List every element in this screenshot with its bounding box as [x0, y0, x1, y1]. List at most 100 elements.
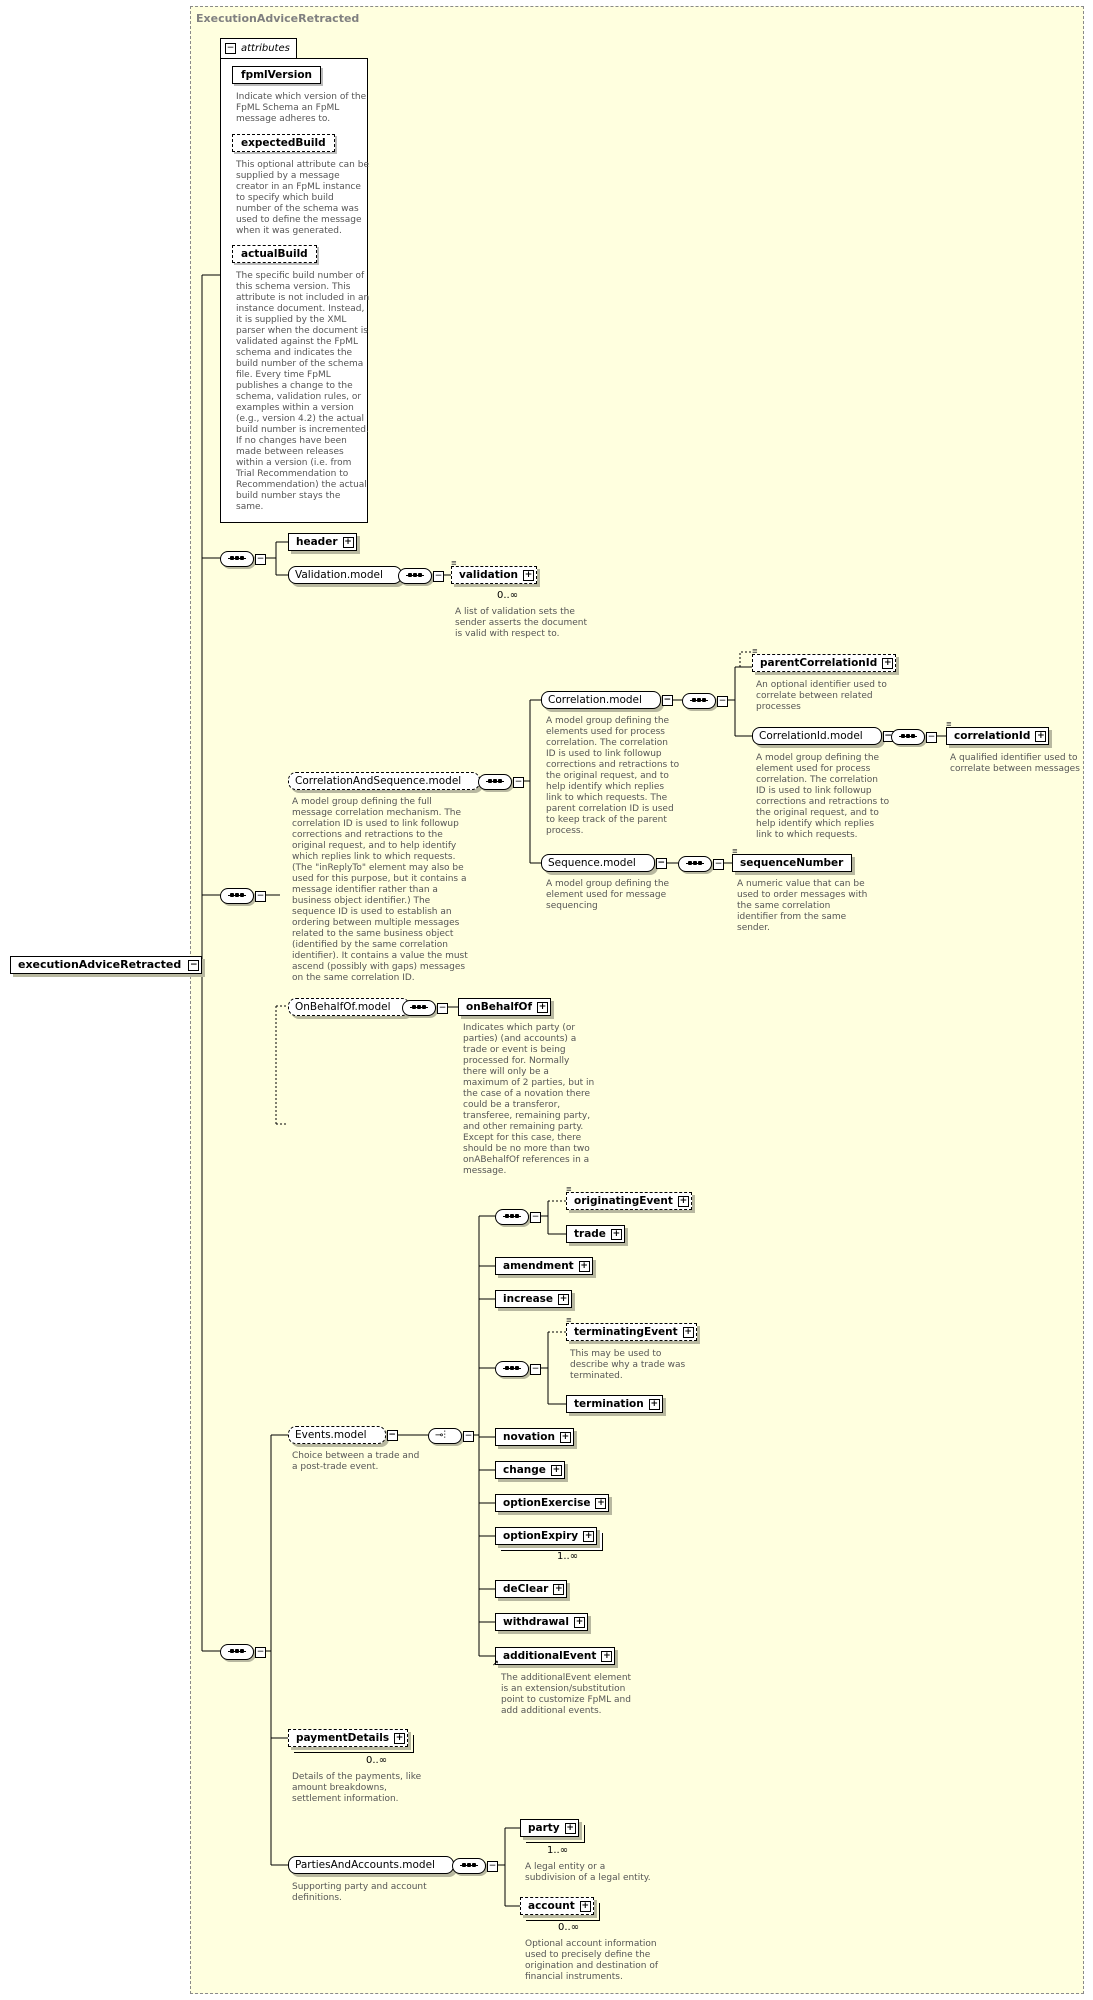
element-payment-details[interactable]: paymentDetails+	[288, 1729, 409, 1747]
expand-icon[interactable]: +	[342, 537, 354, 548]
group-sequence-model[interactable]: Sequence.model−	[541, 854, 667, 872]
expand-icon[interactable]: +	[595, 1498, 607, 1509]
expand-icon[interactable]: +	[1035, 731, 1047, 742]
element-increase[interactable]: increase+	[495, 1290, 573, 1308]
expand-icon[interactable]: +	[537, 1002, 549, 1013]
collapse-icon[interactable]: −	[926, 732, 937, 743]
collapse-icon[interactable]: −	[655, 858, 667, 869]
expand-icon[interactable]: +	[583, 1531, 595, 1542]
sequence-compositor[interactable]: −	[495, 1361, 541, 1377]
expand-icon[interactable]: +	[682, 1327, 694, 1338]
element-label: terminatingEvent	[574, 1326, 678, 1338]
expand-icon[interactable]: +	[648, 1399, 660, 1410]
element-validation[interactable]: ≡validation+	[451, 560, 538, 584]
payment-details-desc: Details of the payments, like amount bre…	[292, 1772, 422, 1804]
collapse-icon[interactable]: −	[530, 1212, 541, 1223]
group-events-model[interactable]: Events.model−	[288, 1426, 398, 1444]
root-element-label: executionAdviceRetracted	[18, 958, 182, 971]
element-amendment[interactable]: amendment+	[495, 1257, 593, 1275]
sequence-compositor[interactable]: −	[220, 1644, 266, 1660]
sequence-compositor[interactable]: −	[398, 568, 444, 584]
expand-icon[interactable]: +	[523, 570, 535, 581]
collapse-icon[interactable]: −	[661, 695, 673, 706]
sequence-compositor[interactable]: −	[452, 1858, 498, 1874]
attribute-actual-build[interactable]: actualBuild	[232, 245, 317, 263]
element-change[interactable]: change+	[495, 1461, 565, 1479]
collapse-icon[interactable]: −	[513, 777, 524, 788]
party-desc: A legal entity or a subdivision of a leg…	[525, 1862, 651, 1883]
attribute-marker-icon: ≡	[566, 1316, 572, 1324]
group-correlation-id-model[interactable]: CorrelationId.model−	[752, 727, 894, 745]
sequence-compositor[interactable]: −	[402, 1000, 448, 1016]
element-sequence-number[interactable]: ≡sequenceNumber	[732, 848, 853, 872]
element-additional-event[interactable]: ↗additionalEvent+	[492, 1647, 616, 1668]
collapse-icon[interactable]: −	[255, 891, 266, 902]
attribute-fpml-version[interactable]: fpmlVersion	[232, 66, 322, 84]
element-header[interactable]: header +	[288, 533, 357, 551]
occurrence: 0..∞	[558, 1922, 580, 1933]
element-terminating-event[interactable]: ≡terminatingEvent +	[566, 1317, 697, 1341]
group-correlation-model[interactable]: Correlation.model−	[541, 691, 673, 709]
expand-icon[interactable]: +	[559, 1432, 571, 1443]
sequence-compositor[interactable]: −	[495, 1209, 541, 1225]
attribute-expected-build[interactable]: expectedBuild	[232, 134, 335, 152]
sequence-compositor[interactable]: −	[478, 774, 524, 790]
expand-icon[interactable]: +	[882, 658, 894, 669]
group-validation-model[interactable]: Validation.model−	[288, 566, 414, 584]
expand-icon[interactable]: +	[610, 1229, 622, 1240]
expand-icon[interactable]: +	[601, 1651, 613, 1662]
group-correlation-and-sequence-model[interactable]: CorrelationAndSequence.model−	[288, 772, 493, 790]
element-account[interactable]: account+	[520, 1897, 594, 1915]
collapse-icon[interactable]: −	[225, 43, 236, 54]
element-novation[interactable]: novation+	[495, 1428, 574, 1446]
element-trade[interactable]: trade+	[566, 1225, 625, 1243]
element-on-behalf-of[interactable]: onBehalfOf+	[458, 998, 552, 1016]
sequence-compositor[interactable]: −	[682, 693, 728, 709]
collapse-icon[interactable]: −	[463, 1431, 474, 1442]
element-originating-event[interactable]: ≡originatingEvent+	[566, 1186, 692, 1210]
expand-icon[interactable]: +	[550, 1465, 562, 1476]
collapse-icon[interactable]: −	[713, 859, 724, 870]
sequence-compositor[interactable]: −	[678, 856, 724, 872]
root-element[interactable]: executionAdviceRetracted−	[10, 956, 203, 974]
group-on-behalf-of-model[interactable]: OnBehalfOf.model−	[288, 998, 422, 1016]
element-parent-correlation-id[interactable]: ≡parentCorrelationId+	[752, 648, 897, 672]
element-label: deClear	[503, 1583, 549, 1595]
element-option-exercise[interactable]: optionExercise+	[495, 1494, 610, 1512]
expand-icon[interactable]: +	[579, 1901, 591, 1912]
element-label: optionExpiry	[503, 1530, 579, 1542]
sequence-compositor[interactable]: −	[220, 551, 266, 567]
collapse-icon[interactable]: −	[386, 1430, 398, 1441]
sequence-compositor[interactable]: −	[891, 729, 937, 745]
sequence-compositor[interactable]: −	[220, 888, 266, 904]
frame-title: ExecutionAdviceRetracted	[196, 12, 360, 25]
attribute-marker-icon: ≡	[946, 720, 952, 728]
collapse-icon[interactable]: −	[487, 1861, 498, 1872]
element-de-clear[interactable]: deClear +	[495, 1580, 568, 1598]
expand-icon[interactable]: +	[573, 1617, 585, 1628]
expand-icon[interactable]: +	[558, 1294, 570, 1305]
choice-compositor[interactable]: ⊸⫶−	[428, 1428, 474, 1444]
collapse-icon[interactable]: −	[188, 960, 200, 971]
expand-icon[interactable]: +	[553, 1584, 565, 1595]
element-option-expiry[interactable]: optionExpiry +	[495, 1527, 598, 1545]
element-label: header	[296, 536, 338, 548]
expand-icon[interactable]: +	[677, 1196, 689, 1207]
element-withdrawal[interactable]: withdrawal+	[495, 1613, 588, 1631]
collapse-icon[interactable]: −	[717, 696, 728, 707]
element-correlation-id[interactable]: ≡correlationId+	[946, 721, 1050, 745]
expand-icon[interactable]: +	[564, 1823, 576, 1834]
collapse-icon[interactable]: −	[255, 554, 266, 565]
element-party[interactable]: party+	[520, 1819, 579, 1837]
element-termination[interactable]: termination+	[566, 1395, 663, 1413]
expand-icon[interactable]: +	[394, 1733, 406, 1744]
attributes-header[interactable]: −attributes	[220, 38, 297, 58]
expand-icon[interactable]: +	[578, 1261, 590, 1272]
collapse-icon[interactable]: −	[530, 1364, 541, 1375]
collapse-icon[interactable]: −	[255, 1647, 266, 1658]
collapse-icon[interactable]: −	[433, 571, 444, 582]
collapse-icon[interactable]: −	[437, 1003, 448, 1014]
group-parties-and-accounts-model[interactable]: PartiesAndAccounts.model−	[288, 1856, 466, 1874]
correlation-id-desc: A qualified identifier used to correlate…	[950, 753, 1080, 774]
occurrence: 1..∞	[557, 1551, 579, 1562]
